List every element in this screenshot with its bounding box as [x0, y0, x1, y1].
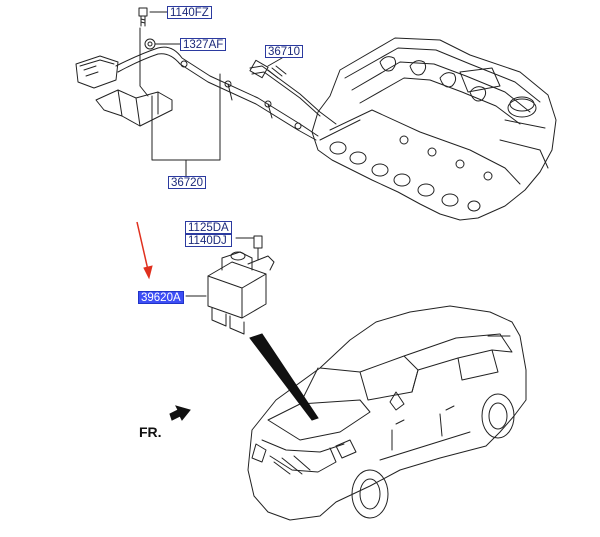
callout-39620a[interactable]: 39620A	[138, 291, 184, 304]
red-indicator-arrow-icon	[136, 221, 153, 280]
bolt-1140fz-illustration	[138, 7, 148, 27]
callout-1125da[interactable]: 1125DA	[185, 221, 232, 234]
nut-1327af-illustration	[144, 38, 156, 50]
callout-1140dj[interactable]: 1140DJ	[185, 234, 232, 247]
wiring-harness-illustration	[75, 46, 319, 141]
callout-1327af[interactable]: 1327AF	[180, 38, 227, 51]
engine-block-illustration	[311, 37, 557, 221]
front-direction-label: FR.	[139, 424, 162, 440]
location-pointer-wedge	[249, 333, 319, 421]
callout-36720[interactable]: 36720	[168, 176, 206, 189]
callout-stack-bolts: 1125DA 1140DJ	[185, 221, 232, 247]
front-direction-arrow-icon	[169, 405, 191, 421]
glow-plug-illustration	[249, 59, 337, 125]
glow-relay-illustration	[185, 235, 275, 335]
callout-1140fz[interactable]: 1140FZ	[167, 6, 212, 19]
vehicle-illustration	[247, 305, 527, 521]
leader-lines-top	[139, 11, 283, 177]
callout-36710[interactable]: 36710	[265, 45, 303, 58]
